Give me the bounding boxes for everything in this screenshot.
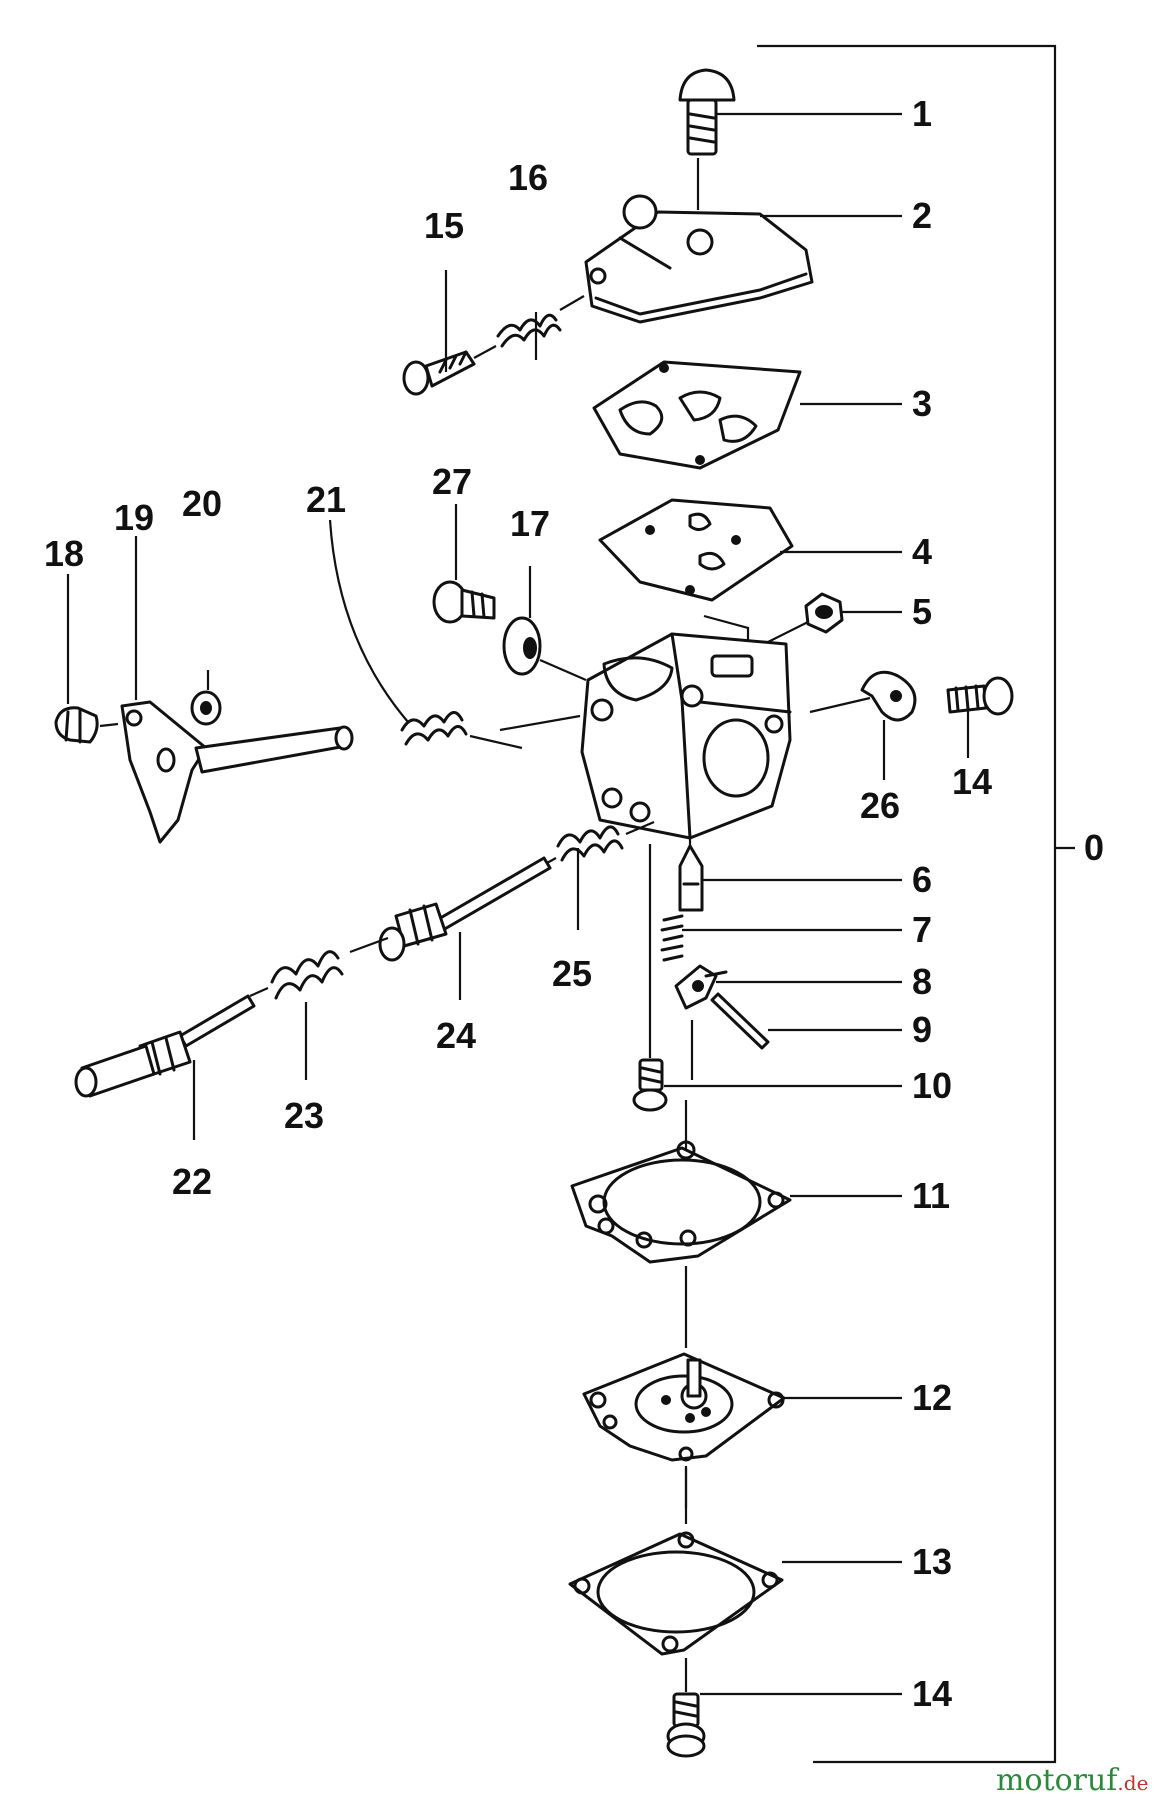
callout-10: 10 [912, 1065, 952, 1106]
callout-27: 27 [432, 461, 472, 502]
callout-3: 3 [912, 383, 932, 424]
part-25-spring [556, 825, 624, 862]
callout-12: 12 [912, 1377, 952, 1418]
callout-21: 21 [306, 479, 346, 520]
part-8-control-lever [674, 964, 728, 1010]
part-21-spring [400, 711, 581, 750]
part-14-screw-upper [946, 676, 1014, 716]
callout-26: 26 [860, 785, 900, 826]
part-24-needle [378, 820, 655, 1000]
part-11-gasket [570, 1100, 792, 1348]
callout-23: 23 [284, 1095, 324, 1136]
part-1-screw [678, 68, 736, 156]
part-4-pump-diaphragm [598, 498, 794, 602]
callout-11: 11 [912, 1175, 950, 1216]
callout-9: 9 [912, 1009, 932, 1050]
part-5-nut [703, 592, 844, 654]
callout-labels: 0 1 2 3 4 5 6 7 8 9 10 11 12 13 14 14 26… [44, 93, 1104, 1714]
callout-25: 25 [552, 953, 592, 994]
callout-2: 2 [912, 195, 932, 236]
callout-19: 19 [114, 497, 154, 538]
part-2-pump-cover [584, 194, 814, 324]
callout-24: 24 [436, 1015, 476, 1056]
callout-18: 18 [44, 533, 84, 574]
callout-4: 4 [912, 531, 932, 572]
part-18-clip [54, 706, 119, 744]
part-7-spring [660, 914, 684, 962]
part-14-screw-lower [666, 1692, 706, 1758]
callout-16: 16 [508, 157, 548, 198]
leader-lines [66, 112, 970, 1696]
part-23-spring [270, 936, 389, 1080]
part-3-gasket [592, 360, 802, 470]
callout-7: 7 [912, 909, 932, 950]
part-27-screw [432, 580, 496, 624]
part-19-throttle-lever [120, 700, 354, 844]
callout-20: 20 [182, 483, 222, 524]
part-13-cover [568, 1468, 784, 1692]
carburetor-body [580, 632, 792, 840]
part-17-washer [502, 616, 587, 682]
part-12-metering-diaphragm [582, 1352, 786, 1508]
callout-6: 6 [912, 859, 932, 900]
watermark-logo: motoruf.de [996, 1763, 1148, 1798]
callout-1: 1 [912, 93, 932, 134]
callout-8: 8 [912, 961, 932, 1002]
callout-22: 22 [172, 1161, 212, 1202]
part-9-pin [710, 992, 770, 1050]
callout-14-lower: 14 [912, 1673, 952, 1714]
part-26-clip [809, 670, 917, 722]
part-15-adjusting-screw [402, 345, 497, 396]
callout-17: 17 [510, 503, 550, 544]
callout-14-upper: 14 [952, 761, 992, 802]
part-16-spring [496, 295, 585, 348]
callout-15: 15 [424, 205, 464, 246]
assembly-bracket [757, 44, 1075, 1764]
part-22-needle [74, 986, 269, 1140]
callout-13: 13 [912, 1541, 952, 1582]
part-20-ring [190, 670, 222, 726]
part-10-screw [632, 844, 694, 1112]
part-6-inlet-needle [678, 834, 704, 912]
callout-5: 5 [912, 591, 932, 632]
callout-0: 0 [1084, 827, 1104, 868]
